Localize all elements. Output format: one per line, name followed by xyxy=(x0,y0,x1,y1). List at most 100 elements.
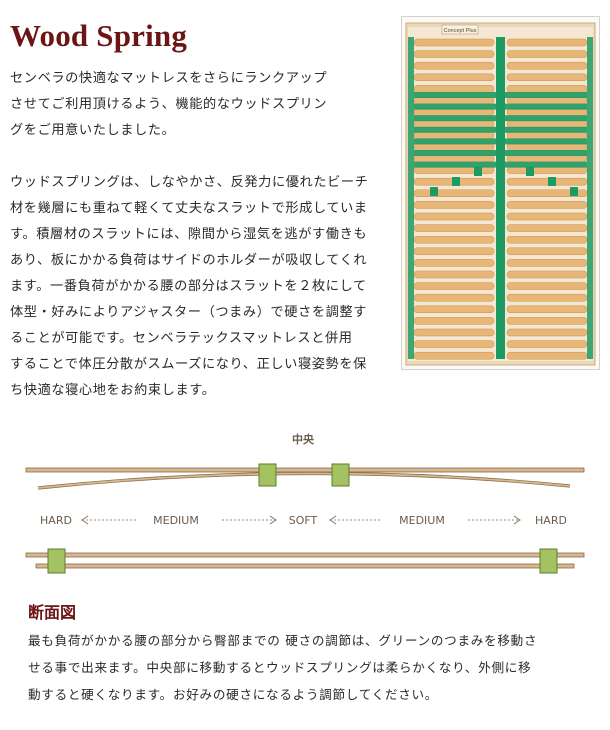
scale-hard-right: HARD xyxy=(535,514,567,527)
slat-right xyxy=(506,201,588,209)
cross-section-line: 動すると硬くなります。お好みの硬さになるよう調節してください。 xyxy=(28,687,439,702)
center-strap xyxy=(496,37,505,359)
arrow-left-icon xyxy=(329,515,337,525)
slat-left xyxy=(413,38,495,47)
slat-left xyxy=(413,293,495,302)
slat-right xyxy=(506,154,588,163)
bed-frame-illustration: Concept Plus xyxy=(405,22,596,366)
slat-right xyxy=(506,50,588,58)
center-label: 中央 xyxy=(292,432,315,446)
description-line: ることが可能です。センベラテックスマットレスと併用 xyxy=(10,331,353,346)
slat-right xyxy=(506,73,588,82)
intro-line: グをご用意いたしました。 xyxy=(10,123,176,138)
slat-right xyxy=(506,96,588,105)
double-slat-band xyxy=(414,138,587,145)
cross-section-text: 最も負荷がかかる腰の部分から臀部までの 硬さの調節は、グリーンのつまみを移動さ … xyxy=(28,627,588,708)
slat-right xyxy=(506,328,588,337)
adjuster-knob xyxy=(474,167,482,176)
hard-slat-bottom xyxy=(35,563,575,569)
adjuster-knob-outer-left xyxy=(47,548,66,574)
adjuster-knob-outer-right xyxy=(539,548,558,574)
adjuster-knob xyxy=(526,167,534,176)
slat-right xyxy=(506,282,588,290)
slat-left xyxy=(413,270,495,279)
intro-text: センベラの快適なマットレスをさらにランクアップ させてご利用頂けるよう、機能的な… xyxy=(10,66,388,144)
slat-right xyxy=(506,131,588,140)
slat-right xyxy=(506,119,588,128)
slat-left xyxy=(413,96,495,105)
slat-left xyxy=(413,189,495,198)
firmness-diagram: 中央 HARD MEDIUM SOFT MEDIUM HARD xyxy=(25,432,585,574)
brand-label-text: Concept Plus xyxy=(444,28,477,34)
adjuster-knob-center-right xyxy=(331,463,350,487)
slat-left xyxy=(413,212,495,221)
slat-right xyxy=(506,293,588,302)
hard-slat-top xyxy=(25,552,585,558)
description-text: ウッドスプリングは、しなやかさ、反発力に優れたビーチ 材を幾層にも重ねて軽くて丈… xyxy=(10,170,388,404)
slat-right xyxy=(506,166,588,174)
slat-left xyxy=(413,351,495,360)
intro-line: させてご利用頂けるよう、機能的なウッドスプリン xyxy=(10,97,328,112)
description-line: あり、板にかかる負荷はサイドのホルダーが吸収してくれ xyxy=(10,253,368,268)
scale-hard-left: HARD xyxy=(40,514,72,527)
side-strap-right xyxy=(587,37,593,359)
double-slat-band xyxy=(414,150,587,156)
cross-section-title: 断面図 xyxy=(28,603,77,622)
slat-left xyxy=(413,73,495,82)
scale-medium-left: MEDIUM xyxy=(153,514,199,527)
slat-left xyxy=(413,340,495,348)
slat-right xyxy=(506,270,588,279)
slat-left xyxy=(413,317,495,325)
arrow-right-icon xyxy=(269,515,277,525)
slat-right xyxy=(506,212,588,221)
arrow-left-icon xyxy=(81,515,89,525)
intro-line: センベラの快適なマットレスをさらにランクアップ xyxy=(10,71,328,86)
slat-right xyxy=(506,340,588,348)
slat-right xyxy=(506,177,588,186)
slat-right xyxy=(506,224,588,232)
slat-left xyxy=(413,282,495,290)
description-line: ち快適な寝心地をお約束します。 xyxy=(10,383,216,398)
scale-medium-right: MEDIUM xyxy=(399,514,445,527)
arrow-right-icon xyxy=(513,515,521,525)
side-strap-left xyxy=(408,37,414,359)
slat-left xyxy=(413,61,495,70)
slat-right xyxy=(506,85,588,93)
slat-left xyxy=(413,154,495,163)
slat-left xyxy=(413,50,495,58)
slat-right xyxy=(506,61,588,70)
cross-section-line: せる事で出来ます。中央部に移動するとウッドスプリングは柔らかくなり、外側に移 xyxy=(28,660,532,675)
description-line: ます。一番負荷がかかる腰の部分はスラットを２枚にして xyxy=(10,279,367,294)
description-line: す。積層材のスラットには、隙間から湿気を逃がす働きも xyxy=(10,227,368,242)
adjuster-knob xyxy=(452,177,460,186)
slat-right xyxy=(506,108,588,116)
scale-arrowheads xyxy=(81,515,521,525)
description-line: ウッドスプリングは、しなやかさ、反発力に優れたビーチ xyxy=(10,175,369,190)
slat-right xyxy=(506,317,588,325)
adjuster-knob xyxy=(570,187,578,196)
slat-left xyxy=(413,201,495,209)
slat-left xyxy=(413,143,495,151)
slat-right xyxy=(506,247,588,256)
page-title: Wood Spring xyxy=(10,18,188,53)
description-line: することで体圧分散がスムーズになり、正しい寝姿勢を保 xyxy=(10,357,367,372)
slat-left xyxy=(413,108,495,116)
adjuster-knob xyxy=(430,187,438,196)
double-slat-band xyxy=(414,92,587,98)
cross-section-line: 最も負荷がかかる腰の部分から臀部までの 硬さの調節は、グリーンのつまみを移動さ xyxy=(28,633,538,648)
soft-slat-bottom-fill xyxy=(37,472,571,489)
slat-left xyxy=(413,131,495,140)
slat-right xyxy=(506,143,588,151)
slat-left xyxy=(413,85,495,93)
adjuster-knob-center-left xyxy=(258,463,277,487)
slat-right xyxy=(506,351,588,360)
double-slat-band xyxy=(414,115,587,122)
slat-left xyxy=(413,224,495,232)
soft-slat-top xyxy=(25,467,585,473)
slat-right xyxy=(506,235,588,244)
double-slat-band xyxy=(414,126,587,133)
slat-right xyxy=(506,38,588,47)
brand-label xyxy=(441,24,479,35)
slat-left xyxy=(413,259,495,267)
double-slat-band xyxy=(414,103,587,110)
